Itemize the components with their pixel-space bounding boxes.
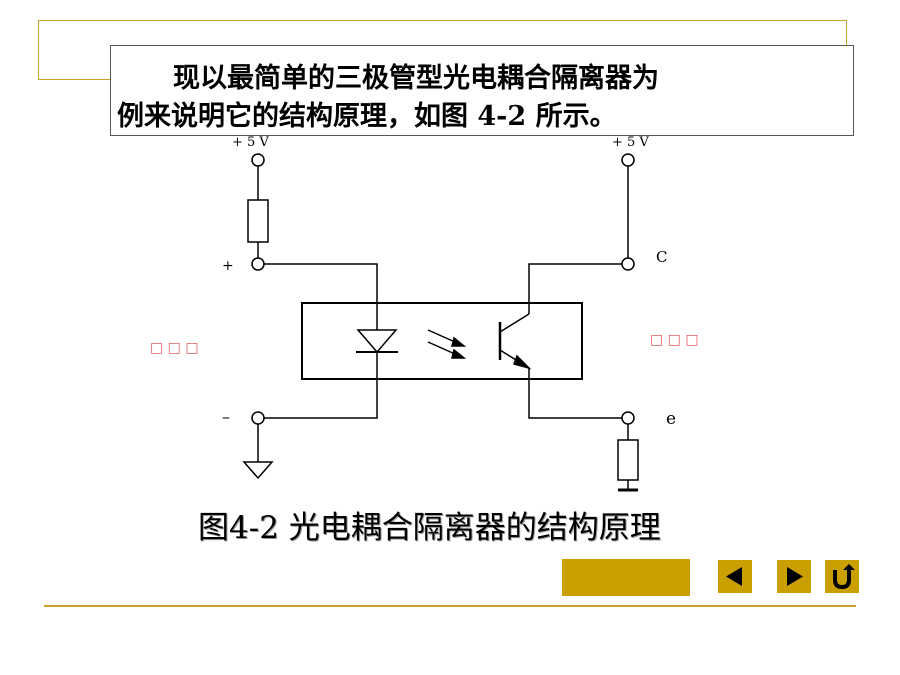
ground-symbol (242, 461, 274, 480)
figure-caption: 图4-2 光电耦合隔离器的结构原理 (198, 510, 661, 546)
heading-text-box: 现以最简单的三极管型光电耦合隔离器为 例来说明它的结构原理，如图 4-2 所示。 (110, 45, 854, 136)
previous-slide-button[interactable] (718, 560, 752, 593)
right-supply-label: + 5 V (612, 135, 649, 150)
left-garbled-label: □ □ □ (150, 340, 199, 356)
minus-label: – (222, 407, 230, 426)
next-slide-button[interactable] (777, 560, 811, 593)
right-garbled-label: □ □ □ (650, 332, 699, 348)
heading-line-1: 现以最简单的三极管型光电耦合隔离器为 (173, 63, 659, 94)
led-diode-triangle (356, 329, 398, 354)
return-button[interactable] (825, 560, 859, 593)
collector-label: C (656, 248, 667, 266)
emitter-resistor (617, 439, 639, 481)
left-supply-label: + 5 V (232, 135, 269, 150)
emitter-terminal (621, 411, 635, 425)
left-supply-terminal (251, 153, 265, 167)
anode-terminal (251, 257, 265, 271)
emitter-label: e (666, 409, 676, 429)
gold-accent-bar (562, 559, 690, 596)
right-supply-terminal (621, 153, 635, 167)
return-arrow-icon (833, 564, 855, 590)
bottom-divider (44, 605, 856, 607)
triangle-right-icon (787, 567, 803, 586)
plus-label: + (222, 258, 234, 274)
triangle-left-icon (726, 567, 742, 586)
heading-line-2: 例来说明它的结构原理，如图 4-2 所示。 (117, 101, 617, 132)
optocoupler-package (301, 302, 583, 380)
cathode-terminal (251, 411, 265, 425)
left-resistor (247, 199, 269, 243)
collector-terminal (621, 257, 635, 271)
